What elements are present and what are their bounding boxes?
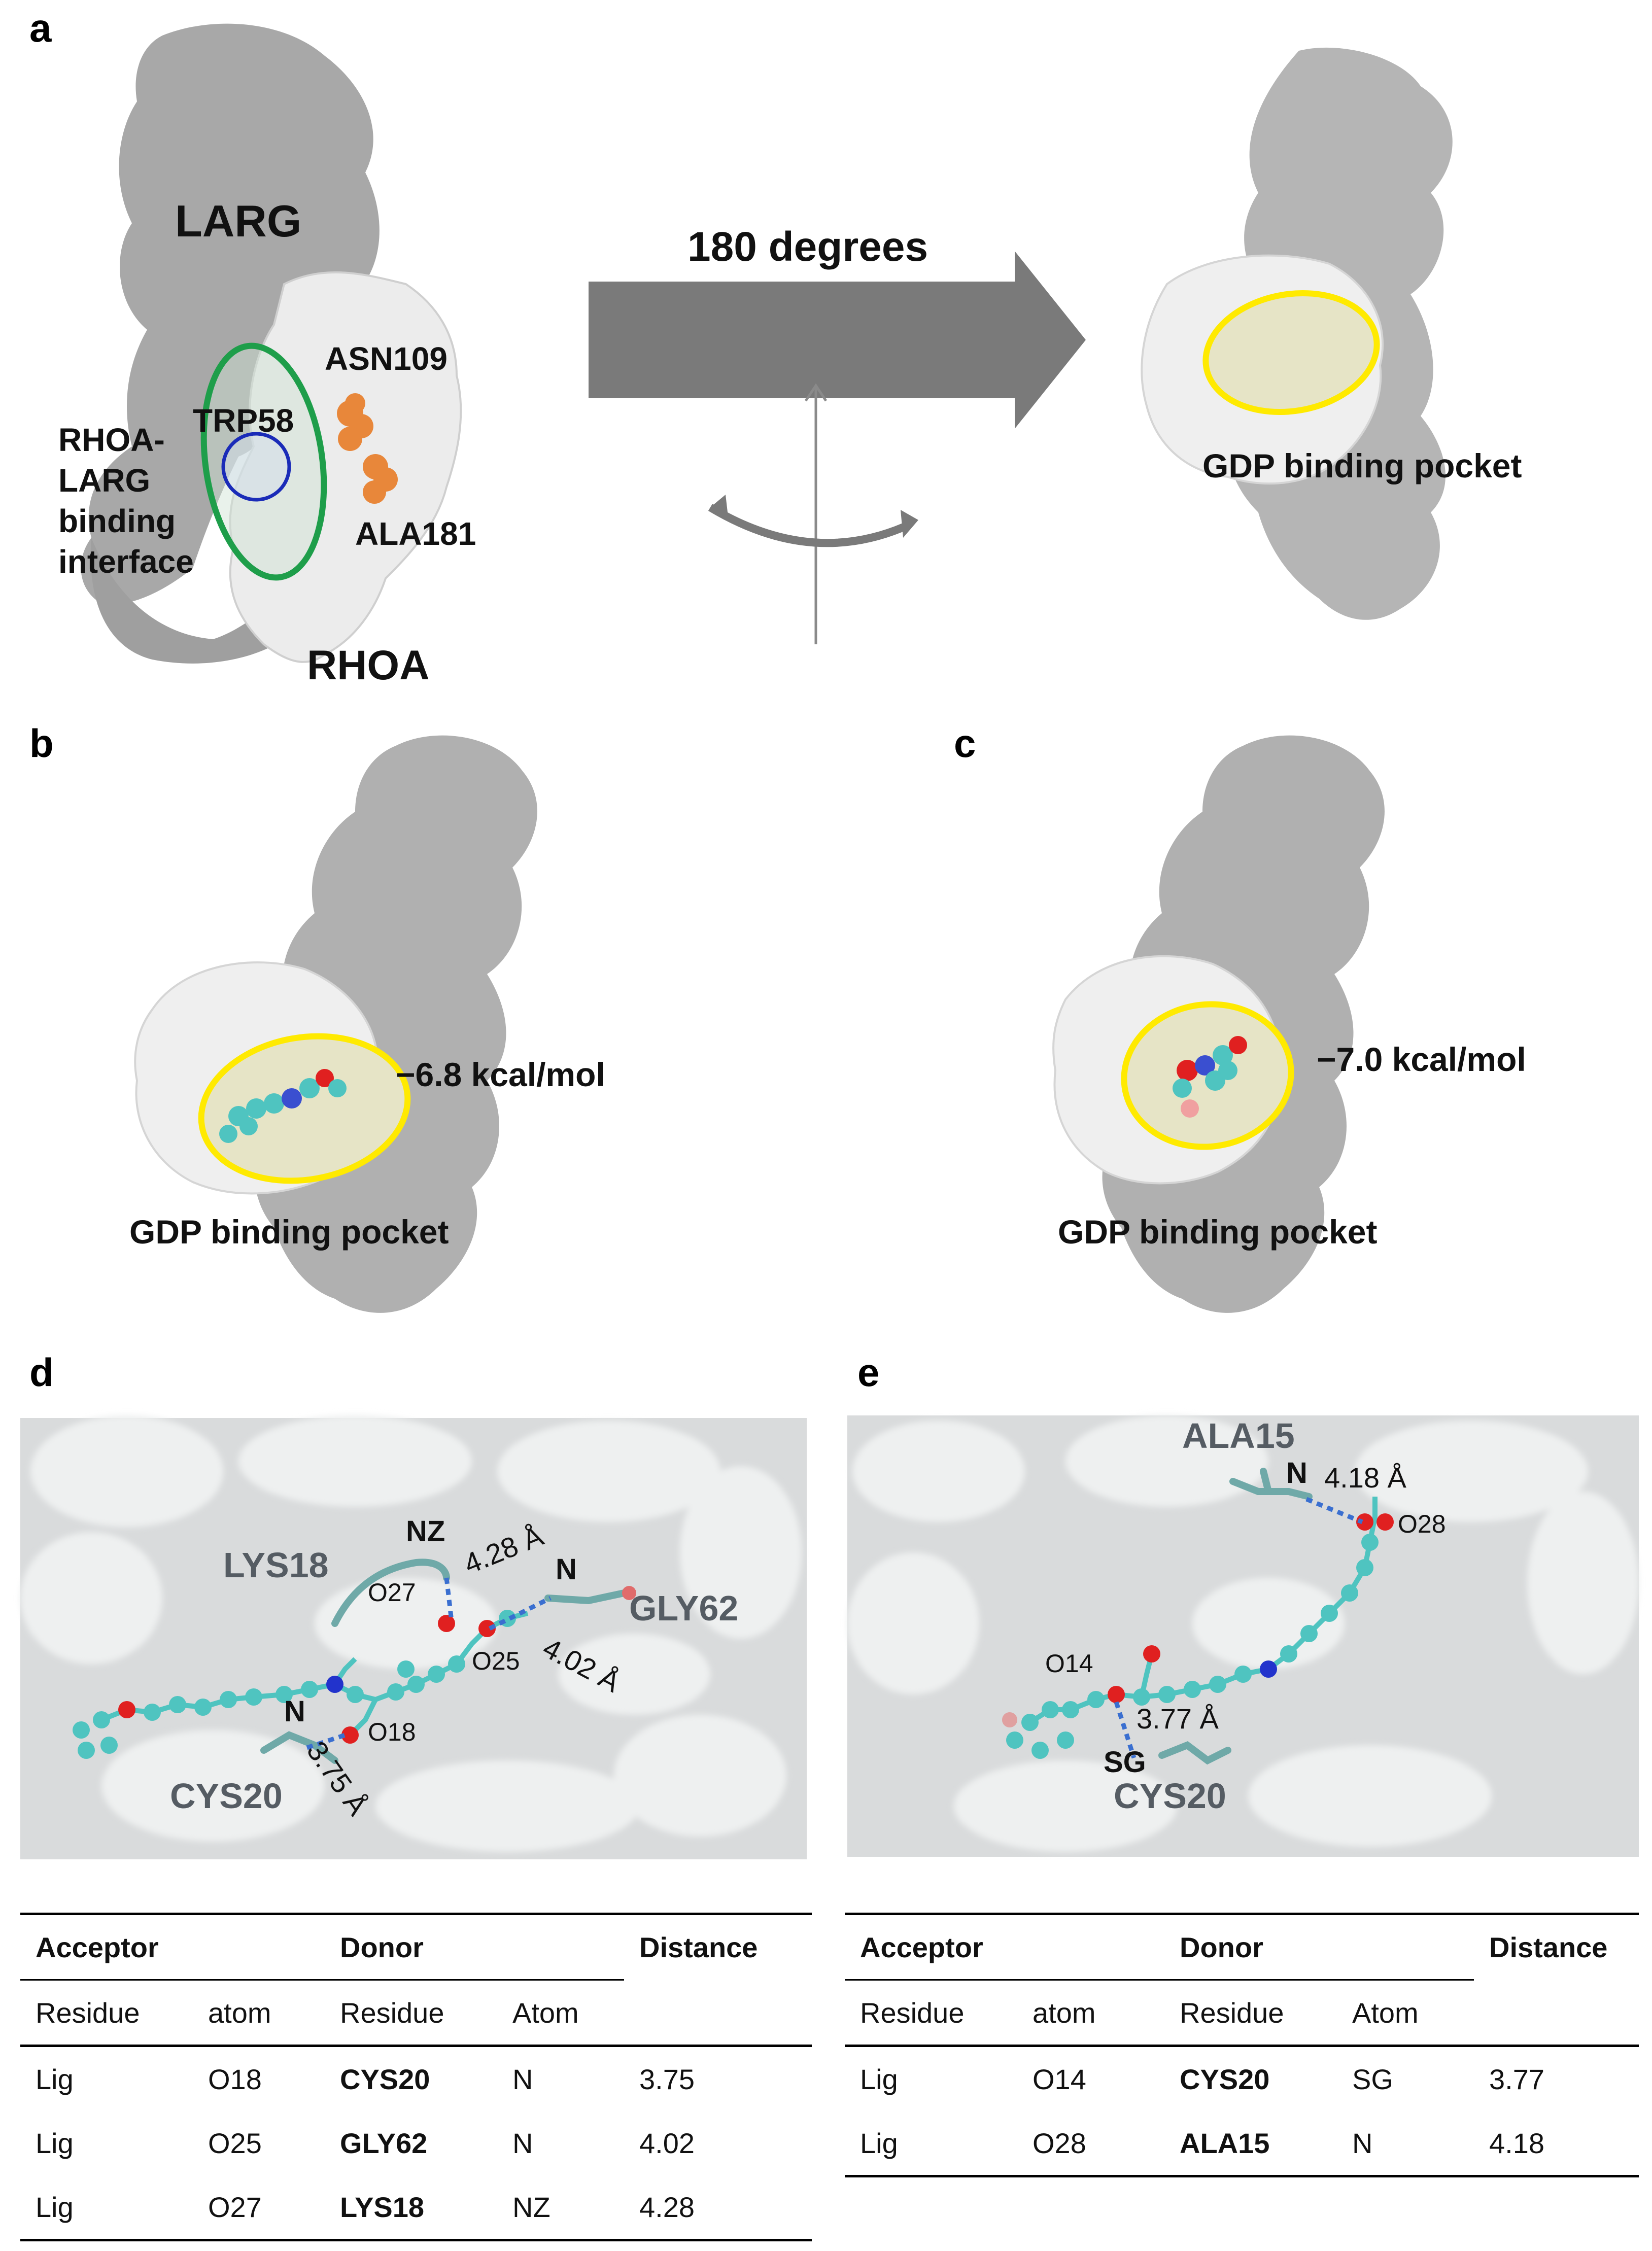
table-d-sub-atom: atom bbox=[193, 1979, 325, 2047]
table-d-acceptor-header: Acceptor bbox=[20, 1913, 325, 1980]
label-d-o18: O18 bbox=[368, 1718, 416, 1746]
table-row: Lig O28 ALA15 N 4.18 bbox=[845, 2111, 1639, 2177]
table-row: Lig O25 GLY62 N 4.02 bbox=[36, 2127, 695, 2159]
table-d-sub-residue-2: Residue bbox=[325, 1979, 497, 2047]
label-e-cys20: CYS20 bbox=[1114, 1776, 1226, 1816]
label-e-o14: O14 bbox=[1045, 1649, 1093, 1678]
label-e-sg: SG bbox=[1104, 1746, 1146, 1779]
label-interface-4: interface bbox=[58, 543, 194, 580]
panel-d-hbonds bbox=[306, 1577, 552, 1750]
panel-a-right-pocket bbox=[1202, 290, 1380, 415]
label-ala181: ALA181 bbox=[355, 515, 476, 552]
panel-b-ligand bbox=[219, 1069, 347, 1143]
panel-letter-e: e bbox=[857, 1350, 880, 1395]
panel-a-larg-surface bbox=[81, 23, 380, 664]
label-d-lys18: LYS18 bbox=[223, 1545, 329, 1585]
label-pocket-a: GDP binding pocket bbox=[1202, 447, 1522, 484]
table-row: Lig O27 LYS18 NZ 4.28 bbox=[20, 2175, 812, 2241]
table-e-sub-atom: atom bbox=[1017, 1979, 1164, 2047]
label-d-gly62: GLY62 bbox=[629, 1588, 739, 1628]
table-e-donor-header: Donor bbox=[1164, 1913, 1474, 1980]
label-rhoa: RHOA bbox=[307, 642, 430, 688]
table-e-sub-residue-2: Residue bbox=[1164, 1979, 1337, 2047]
label-e-dist2: 3.77 Å bbox=[1137, 1703, 1219, 1735]
label-interface-3: binding bbox=[58, 503, 176, 539]
panel-a-trp58-circle bbox=[221, 432, 291, 502]
table-d-sub-residue: Residue bbox=[20, 1979, 193, 2047]
label-pocket-b: GDP binding pocket bbox=[129, 1213, 449, 1251]
panel-letter-c: c bbox=[954, 721, 976, 766]
panel-letter-a: a bbox=[29, 6, 52, 50]
panel-c-ligand bbox=[1173, 1036, 1247, 1118]
table-d-donor-header: Donor bbox=[325, 1913, 624, 1980]
label-rotation: 180 degrees bbox=[687, 224, 928, 270]
table-row: Lig O14 CYS20 SG 3.77 bbox=[860, 2063, 1544, 2095]
label-e-ala15: ALA15 bbox=[1182, 1416, 1295, 1456]
table-e-distance-header: Distance bbox=[1474, 1913, 1639, 1980]
panel-e-hbonds bbox=[1114, 1497, 1363, 1759]
label-e-o28: O28 bbox=[1398, 1510, 1446, 1538]
rotation-arrow bbox=[589, 251, 1086, 429]
table-d-sub-atom-2: Atom bbox=[497, 1979, 624, 2047]
label-trp58: TRP58 bbox=[193, 402, 294, 439]
label-energy-c: −7.0 kcal/mol bbox=[1317, 1041, 1526, 1078]
label-d-o25: O25 bbox=[472, 1647, 520, 1675]
label-e-n: N bbox=[1286, 1457, 1307, 1490]
panel-b-pocket bbox=[198, 1033, 411, 1184]
table-d-distance-header: Distance bbox=[624, 1913, 812, 1980]
label-pocket-c: GDP binding pocket bbox=[1058, 1213, 1378, 1251]
label-asn109: ASN109 bbox=[325, 340, 448, 377]
table-e-sub-residue: Residue bbox=[845, 1979, 1017, 2047]
panel-a-orange-residues bbox=[337, 393, 398, 504]
label-d-n2: N bbox=[284, 1695, 305, 1728]
label-d-n1: N bbox=[556, 1553, 577, 1586]
label-d-nz: NZ bbox=[406, 1515, 445, 1548]
label-interface-1: RHOA- bbox=[58, 422, 165, 458]
hbond-table-d: Acceptor Donor Distance Residue atom Res… bbox=[20, 1913, 812, 2241]
label-e-dist1: 4.18 Å bbox=[1324, 1462, 1406, 1494]
label-energy-b: −6.8 kcal/mol bbox=[396, 1056, 605, 1093]
panel-d-residues bbox=[260, 1559, 628, 1764]
label-larg: LARG bbox=[175, 196, 302, 246]
label-d-o27: O27 bbox=[368, 1578, 416, 1607]
label-d-cys20: CYS20 bbox=[170, 1776, 283, 1816]
label-interface-2: LARG bbox=[58, 462, 151, 499]
table-row: Lig O18 CYS20 N 3.75 bbox=[36, 2063, 695, 2095]
hbond-table-e: Acceptor Donor Distance Residue atom Res… bbox=[845, 1913, 1639, 2177]
panel-letter-d: d bbox=[29, 1350, 54, 1395]
table-e-sub-atom-2: Atom bbox=[1337, 1979, 1474, 2047]
table-e-acceptor-header: Acceptor bbox=[845, 1913, 1164, 1980]
rotation-curl bbox=[708, 504, 910, 547]
panel-letter-b: b bbox=[29, 721, 54, 766]
panel-e-residues bbox=[1158, 1468, 1313, 1765]
